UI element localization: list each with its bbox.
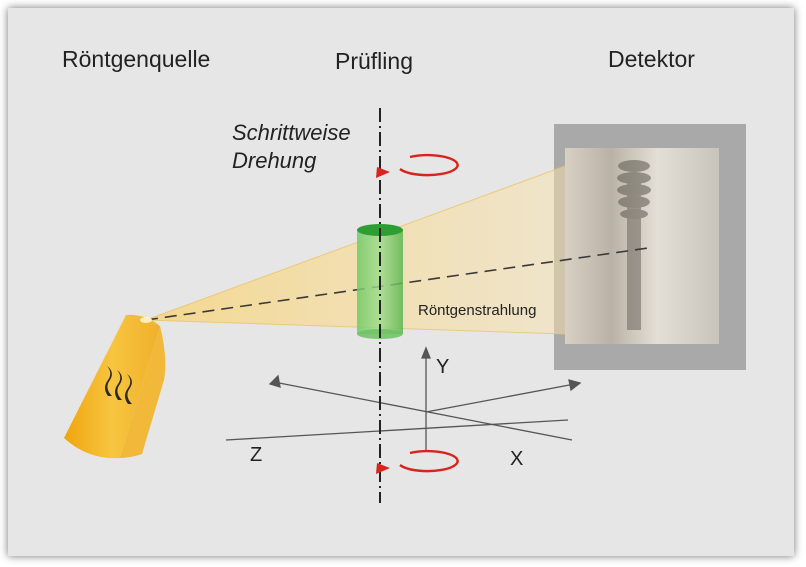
specimen-heading: Prüfling xyxy=(335,48,413,74)
axis-x-label: X xyxy=(510,448,524,470)
xray-source xyxy=(64,314,166,459)
specimen-shadow xyxy=(617,160,651,330)
detector-panel xyxy=(554,124,746,370)
rotation-arrow-icon xyxy=(376,153,459,178)
z-arrow-icon xyxy=(268,374,281,388)
coordinate-axes xyxy=(225,346,582,450)
axis-line-zx xyxy=(225,419,569,441)
axis-z-label: Z xyxy=(250,444,263,466)
rotation-arrow-bottom-icon xyxy=(376,449,459,474)
detector-heading: Detektor xyxy=(608,46,695,72)
rotation-label-line1: Schrittweise xyxy=(232,120,351,145)
axis-y-label: Y xyxy=(436,356,450,378)
y-arrow-icon xyxy=(421,346,431,359)
radiation-label: Röntgenstrahlung xyxy=(418,302,537,319)
rotation-label-line2: Drehung xyxy=(232,148,317,173)
axis-line-x xyxy=(273,381,573,441)
radiation-wave-icon xyxy=(105,366,132,404)
diagram-panel: Röntgenquelle Prüfling Detektor Schrittw… xyxy=(8,8,794,556)
ct-diagram xyxy=(64,108,746,503)
source-heading: Röntgenquelle xyxy=(62,46,211,72)
